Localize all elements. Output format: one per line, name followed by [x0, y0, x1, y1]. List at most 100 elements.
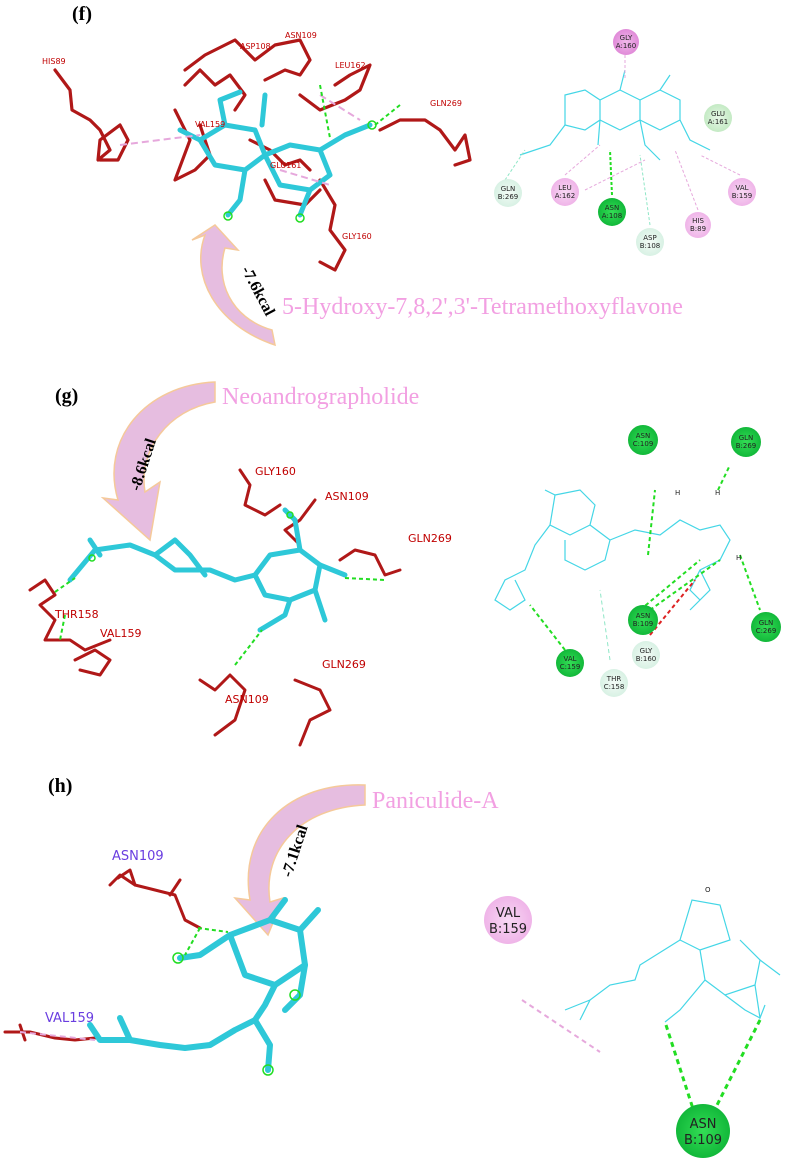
- panel-h-hbond-lines: [184, 927, 229, 956]
- panel-g-2d-node: ASN B:109: [628, 605, 658, 635]
- svg-text:VAL: VAL: [735, 184, 748, 192]
- res-label: ASN109: [285, 31, 317, 40]
- panel-g-2d-node: THR C:158: [600, 669, 628, 697]
- svg-text:H: H: [715, 489, 720, 497]
- svg-text:VAL: VAL: [496, 906, 521, 921]
- svg-text:VAL: VAL: [563, 655, 576, 663]
- panel-h-2d-node: VAL B:159: [484, 896, 532, 944]
- svg-text:GLY: GLY: [640, 647, 653, 655]
- panel-f-residue-labels: HIS89 ASP108 ASN109 LEU162 VAL159 GLN269…: [42, 31, 462, 241]
- res-label: HIS89: [42, 57, 66, 66]
- panel-h-2d-node: ASN B:109: [676, 1104, 730, 1158]
- svg-text:GLN: GLN: [739, 434, 754, 442]
- svg-text:A:108: A:108: [602, 212, 622, 220]
- panel-h-residue-labels: ASN109 VAL159: [45, 849, 164, 1026]
- panel-h-pi-line: [19, 1031, 96, 1041]
- panel-h: (h) -7.1kcal Paniculide-A: [3, 775, 781, 1158]
- res-label: ASN109: [112, 849, 164, 864]
- svg-text:H: H: [736, 554, 741, 562]
- panel-h-2d-diagram: O VAL B:159 ASN B:109: [484, 886, 781, 1158]
- svg-text:C:269: C:269: [756, 627, 777, 635]
- res-label: VAL159: [45, 1011, 94, 1026]
- svg-text:B:109: B:109: [684, 1133, 722, 1148]
- panel-g-hbond-lines: [54, 577, 386, 666]
- panel-f-letter: (f): [72, 3, 92, 25]
- panel-f-2d-node: ASP B:108: [636, 228, 664, 256]
- svg-text:A:160: A:160: [616, 42, 636, 50]
- panel-g-residue-sticks: [28, 468, 402, 747]
- panel-g: (g) -8.6kcal Neoandrographolide: [28, 381, 781, 747]
- svg-text:GLY: GLY: [620, 34, 633, 42]
- svg-text:ASN: ASN: [605, 204, 619, 212]
- svg-text:O: O: [705, 886, 711, 894]
- svg-text:A:162: A:162: [555, 192, 575, 200]
- svg-text:B:269: B:269: [736, 442, 757, 450]
- res-label: GLN269: [322, 658, 366, 671]
- svg-text:C:159: C:159: [560, 663, 581, 671]
- panel-g-2d-node: GLN B:269: [731, 427, 761, 457]
- panel-g-letter: (g): [55, 385, 78, 407]
- panel-g-2d-node: ASN C:109: [628, 425, 658, 455]
- panel-f-energy: -7.6kcal: [238, 263, 279, 319]
- svg-text:ASN: ASN: [690, 1117, 717, 1132]
- panel-g-atom-markers: [88, 511, 294, 562]
- res-label: GLY160: [342, 232, 372, 241]
- svg-text:LEU: LEU: [558, 184, 571, 192]
- panel-g-residue-labels: GLY160 ASN109 GLN269 THR158 VAL159 GLN26…: [54, 465, 452, 706]
- svg-text:C:109: C:109: [633, 440, 654, 448]
- panel-g-compound-name: Neoandrographolide: [222, 384, 419, 410]
- res-label: LEU162: [335, 61, 366, 70]
- panel-h-letter: (h): [48, 775, 72, 797]
- panel-f-2d-node: LEU A:162: [551, 178, 579, 206]
- res-label: ASN109: [225, 693, 269, 706]
- svg-text:GLN: GLN: [501, 185, 516, 193]
- svg-text:B:269: B:269: [498, 193, 519, 201]
- panel-g-energy-arrow: [100, 381, 216, 542]
- res-label: THR158: [54, 608, 99, 621]
- panel-f-ligand-sticks: [177, 89, 373, 218]
- svg-text:GLN: GLN: [759, 619, 774, 627]
- res-label: ASN109: [325, 490, 369, 503]
- panel-f-energy-arrow: [191, 224, 276, 347]
- panel-h-atom-markers: [172, 952, 301, 1076]
- panel-f-atom-markers: [223, 120, 377, 223]
- panel-f-2d-node: ASN A:108: [598, 198, 626, 226]
- svg-text:B:89: B:89: [690, 225, 706, 233]
- res-label: ASP108: [240, 42, 271, 51]
- svg-text:B:160: B:160: [636, 655, 657, 663]
- svg-text:THR: THR: [606, 675, 622, 683]
- panel-f-2d-diagram: GLY A:160 GLU A:161 GLN B:269 LEU A:162 …: [494, 29, 756, 256]
- res-label: VAL159: [100, 627, 141, 640]
- svg-text:ASP: ASP: [643, 234, 656, 242]
- panel-f-2d-node: HIS B:89: [685, 212, 711, 238]
- panel-f-2d-node: GLN B:269: [494, 179, 522, 207]
- panel-g-2d-diagram: H H H ASN C:109 GLN B:269 ASN B:109 GLN: [494, 425, 781, 697]
- svg-text:B:109: B:109: [633, 620, 654, 628]
- panel-h-residue-sticks: [3, 868, 202, 1042]
- panel-f-2d-node: GLU A:161: [704, 104, 732, 132]
- svg-text:C:158: C:158: [604, 683, 625, 691]
- panel-g-2d-node: GLN C:269: [751, 612, 781, 642]
- panel-g-2d-node: GLY B:160: [632, 641, 660, 669]
- panel-f-hbond-lines: [319, 84, 401, 139]
- panel-f-2d-node: VAL B:159: [728, 178, 756, 206]
- res-label: GLY160: [255, 465, 296, 478]
- panel-h-energy-arrow: [233, 784, 366, 937]
- panel-f-2d-node: GLY A:160: [613, 29, 639, 55]
- panel-h-ligand-sticks: [87, 897, 321, 1073]
- panel-g-2d-node: VAL C:159: [556, 649, 584, 677]
- panel-h-compound-name: Paniculide-A: [372, 788, 499, 814]
- svg-text:B:159: B:159: [489, 922, 527, 937]
- svg-text:ASN: ASN: [636, 612, 650, 620]
- svg-text:HIS: HIS: [692, 217, 704, 225]
- svg-text:GLU: GLU: [711, 110, 725, 118]
- svg-text:A:161: A:161: [708, 118, 728, 126]
- svg-text:H: H: [675, 489, 680, 497]
- panel-f-pi-alkyl-lines: [119, 94, 361, 186]
- res-label: VAL159: [195, 120, 225, 129]
- panel-g-ligand-sticks: [67, 507, 348, 633]
- svg-text:B:108: B:108: [640, 242, 661, 250]
- res-label: GLU161: [270, 161, 301, 170]
- svg-text:ASN: ASN: [636, 432, 650, 440]
